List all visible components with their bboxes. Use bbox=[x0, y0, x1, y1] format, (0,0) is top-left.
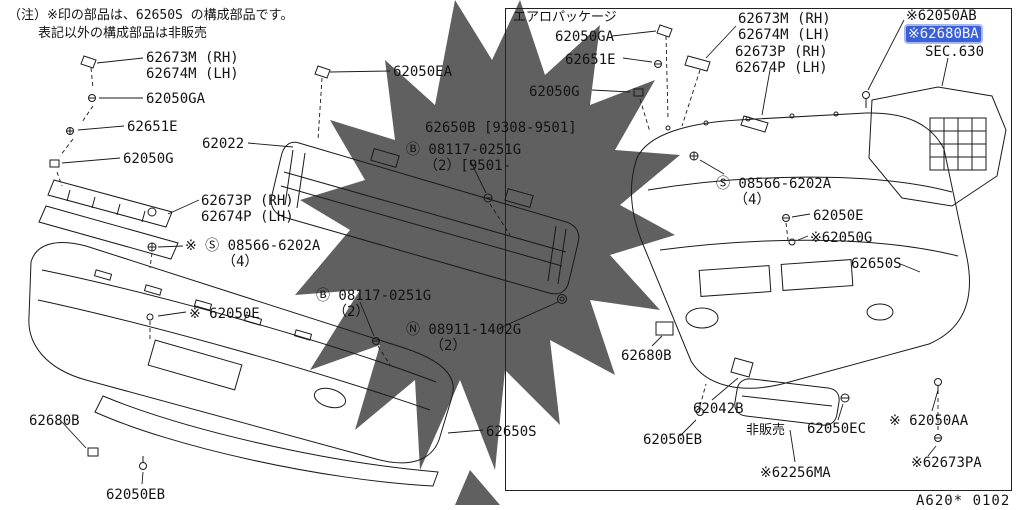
aero-label-62651e: 62651E bbox=[565, 52, 616, 68]
aero-label-62673m-rh: 62673M (RH) bbox=[738, 11, 831, 27]
fasteners bbox=[49, 24, 942, 470]
splash-cover bbox=[868, 86, 1007, 207]
aero-label-sec630: SEC.630 bbox=[925, 44, 985, 60]
aero-label-62050ga: 62050GA bbox=[555, 29, 615, 45]
part-label-62650b: 62650B [9308-9501] bbox=[425, 120, 577, 136]
aero-package-title: エアロパッケージ bbox=[513, 10, 617, 25]
aero-label-62042b: 62042B bbox=[693, 401, 744, 417]
right-side-stays bbox=[684, 55, 769, 133]
bolt-label-08117-top: Ⓑ 08117-0251G bbox=[406, 142, 522, 158]
aero-label-62650s: 62650S bbox=[851, 256, 902, 272]
part-label-62050e: ※ 62050E bbox=[189, 306, 260, 322]
left-side-stays bbox=[38, 179, 179, 260]
drawing-code: A620* 0102 bbox=[916, 493, 1011, 509]
note-line-2: 表記以外の構成部品は非販売 bbox=[38, 26, 208, 41]
fog-lamp-unit bbox=[655, 321, 840, 426]
part-label-62673m-rh: 62673M (RH) bbox=[146, 50, 239, 66]
aero-label-62256ma: ※62256MA bbox=[760, 465, 831, 481]
part-label-62651e: 62651E bbox=[127, 119, 178, 135]
aero-label-62680ba-highlighted[interactable]: ※62680BA bbox=[906, 26, 981, 42]
aero-qty-label-08566: （4） bbox=[734, 192, 771, 208]
note-line-1: （注）※印の部品は、62650S の構成部品です。 bbox=[8, 8, 294, 23]
aero-label-62673pa: ※62673PA bbox=[911, 455, 982, 471]
nut-label-08911: Ⓝ 08911-1402G bbox=[406, 322, 522, 338]
part-label-62673p-rh: 62673P (RH) bbox=[201, 193, 294, 209]
aero-label-62050g-top: 62050G bbox=[529, 84, 580, 100]
bolt-label-08117-bot: Ⓑ 08117-0251G bbox=[316, 288, 432, 304]
aero-label-62673p-rh: 62673P (RH) bbox=[735, 44, 828, 60]
aero-label-62680b: 62680B bbox=[621, 348, 672, 364]
not-for-sale-label: 非販売 bbox=[746, 423, 786, 438]
aero-label-62050aa: ※ 62050AA bbox=[889, 413, 969, 429]
highlight-62680ba: ※62680BA bbox=[906, 26, 981, 42]
aero-label-62050g-mid: ※62050G bbox=[810, 230, 873, 246]
part-label-62050ea: 62050EA bbox=[393, 64, 453, 80]
aero-label-62674m-lh: 62674M (LH) bbox=[738, 27, 831, 43]
left-bumper bbox=[28, 242, 454, 487]
qty-label-08117-bot: （2） bbox=[333, 304, 370, 320]
aero-label-62050ab: ※62050AB bbox=[906, 8, 977, 24]
aero-label-62050e: 62050E bbox=[813, 208, 864, 224]
part-label-62022: 62022 bbox=[202, 136, 245, 152]
aero-label-62050eb: 62050EB bbox=[643, 432, 703, 448]
aero-label-62674p-lh: 62674P (LH) bbox=[735, 60, 828, 76]
qty-label-08117-top: （2）[9501- bbox=[424, 158, 512, 174]
screw-label-08566: ※ Ⓢ 08566-6202A bbox=[185, 238, 321, 254]
part-label-62050eb: 62050EB bbox=[106, 487, 166, 503]
part-label-62674p-lh: 62674P (LH) bbox=[201, 209, 294, 225]
assembly-dashed-lines bbox=[56, 35, 939, 430]
leader-lines bbox=[61, 19, 949, 485]
right-bumper bbox=[630, 111, 970, 389]
part-label-62680b: 62680B bbox=[29, 413, 80, 429]
reinforcement-bar bbox=[270, 141, 580, 295]
part-label-62050g: 62050G bbox=[123, 151, 174, 167]
qty-label-08566: （4） bbox=[222, 254, 259, 270]
aero-label-62050ec: 62050EC bbox=[807, 421, 867, 437]
part-label-62650s: 62650S bbox=[486, 424, 537, 440]
qty-label-08911: （2） bbox=[430, 338, 467, 354]
aero-screw-label-08566: Ⓢ 08566-6202A bbox=[716, 176, 832, 192]
part-label-62050ga: 62050GA bbox=[146, 91, 206, 107]
watermark bbox=[295, 0, 680, 505]
part-label-62674m-lh: 62674M (LH) bbox=[146, 66, 239, 82]
